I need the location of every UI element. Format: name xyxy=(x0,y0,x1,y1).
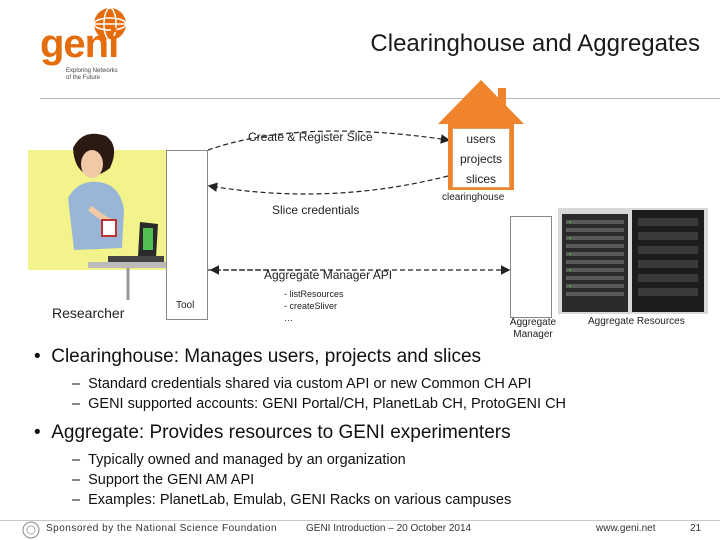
logo-wordmark: geni xyxy=(40,22,119,66)
create-register-label: Create & Register Slice xyxy=(248,130,373,144)
researcher-illustration xyxy=(28,133,168,300)
am-call-create-sliver: - createSliver xyxy=(284,301,338,311)
nsf-seal-icon xyxy=(22,521,40,539)
researcher-label: Researcher xyxy=(52,305,125,321)
slice-credentials-arrow xyxy=(207,175,449,195)
am-api-calls: - listResources - createSliver … xyxy=(284,288,344,324)
create-register-arrow xyxy=(207,130,451,151)
clearinghouse-item-slices: slices xyxy=(465,172,496,186)
slice-credentials-label: Slice credentials xyxy=(272,203,360,217)
aggregate-resources-label: Aggregate Resources xyxy=(588,316,685,327)
sub-bullet-text: Typically owned and managed by an organi… xyxy=(88,452,406,468)
globe-icon xyxy=(93,7,127,41)
sub-bullet-text: Examples: PlanetLab, Emulab, GENI Racks … xyxy=(88,492,512,508)
sub-bullet-text: Support the GENI AM API xyxy=(88,472,255,488)
slide-title: Clearinghouse and Aggregates xyxy=(370,30,700,57)
logo xyxy=(40,6,130,86)
logo-tagline: Exploring Networks of the Future xyxy=(66,68,118,81)
bullet-list: • Clearinghouse: Manages users, projects… xyxy=(34,346,694,510)
footer-url[interactable]: www.geni.net xyxy=(596,523,656,534)
bullet-dot: • xyxy=(34,422,52,443)
bullet-text: Aggregate: Provides resources to GENI ex… xyxy=(51,422,511,443)
bullet-aggregate: • Aggregate: Provides resources to GENI … xyxy=(34,422,512,508)
am-api-label: Aggregate Manager API xyxy=(264,268,393,282)
clearinghouse-item-users: users xyxy=(466,132,496,146)
bullet-text: Clearinghouse: Manages users, projects a… xyxy=(51,346,482,367)
footer-divider xyxy=(0,520,720,521)
server-racks-image xyxy=(558,208,708,314)
footer-sponsor: Sponsored by the National Science Founda… xyxy=(46,523,278,534)
sub-bullet-text: GENI supported accounts: GENI Portal/CH,… xyxy=(88,396,567,412)
am-call-more: … xyxy=(284,313,293,323)
am-call-list-resources: - listResources xyxy=(284,289,344,299)
header-divider xyxy=(40,98,720,99)
clearinghouse-contents: users projects slices xyxy=(452,128,510,188)
clearinghouse-item-projects: projects xyxy=(459,152,503,166)
sub-bullet-text: Standard credentials shared via custom A… xyxy=(88,376,532,392)
bullet-dot: • xyxy=(34,346,52,367)
footer-event: GENI Introduction – 20 October 2014 xyxy=(306,523,472,534)
bullet-clearinghouse: • Clearinghouse: Manages users, projects… xyxy=(34,346,567,412)
aggregate-manager-label: Aggregate Manager xyxy=(509,317,557,340)
tool-box xyxy=(166,150,208,320)
aggregate-manager-box xyxy=(510,216,552,318)
tool-label: Tool xyxy=(176,300,195,311)
page-number: 21 xyxy=(690,523,702,534)
clearinghouse-caption: clearinghouse xyxy=(442,192,505,203)
